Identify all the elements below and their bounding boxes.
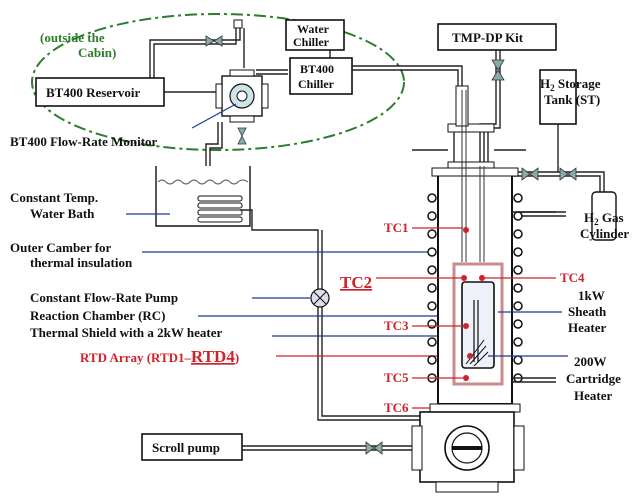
cartridge-heater (473, 300, 479, 362)
h2-gas-cylinder (591, 191, 617, 241)
flow-rate-monitor-label: BT400 Flow-Rate Monitor (10, 134, 158, 149)
outer-chamber-label-1: Outer Camber for (10, 240, 112, 255)
column-neck (453, 132, 489, 162)
rtd-wires (465, 339, 489, 367)
cabin-boundary (31, 13, 405, 151)
valve-top-left (205, 35, 223, 47)
flow-pump-label: Constant Flow-Rate Pump (30, 290, 178, 305)
pipe-h2-line (492, 171, 605, 192)
top-connector (233, 19, 243, 29)
bt400-chiller-label-1: BT400 (300, 62, 334, 76)
flow-rate-pump (310, 288, 330, 308)
bt400-chiller-label-2: Chiller (298, 77, 335, 91)
tc4-label: TC4 (560, 270, 585, 285)
thermal-shield (452, 262, 504, 386)
cartridge-heater-label-1: 200W (574, 354, 607, 369)
vacuum-bottom-flange (435, 481, 499, 493)
tc2-dot (461, 275, 467, 281)
sheath-heater-label-2: Sheath (568, 304, 607, 319)
reaction-chamber-label: Reaction Chamber (RC) (30, 308, 166, 323)
outside-cabin-label-1: (outside the (40, 30, 105, 45)
bt400-reservoir-label: BT400 Reservoir (46, 85, 140, 100)
water-bath-label-2: Water Bath (30, 206, 95, 221)
tc1-label: TC1 (384, 220, 409, 235)
tc3-label: TC3 (384, 318, 409, 333)
rtd-dot (467, 353, 473, 359)
cartridge-heater-label-2: Cartridge (566, 371, 621, 386)
h2-storage-label-2: Tank (ST) (544, 92, 600, 107)
gate-valve (444, 425, 490, 471)
water-chiller-box (285, 19, 345, 51)
tc1-dot (463, 227, 469, 233)
tc6-label: TC6 (384, 400, 409, 415)
h2-gas-label-2: Cylinder (580, 226, 629, 241)
pipe-reservoir-top (149, 24, 241, 78)
pipe-monitor-to-bath (205, 122, 219, 172)
pipe-reservoir-top-2 (153, 24, 237, 78)
column-top-flange-1 (447, 123, 495, 133)
tc2-label: TC2 (340, 273, 372, 292)
h2-gas-label-1: H2 Gas (584, 210, 624, 227)
pipe-bath-to-pump (240, 209, 420, 421)
water-chiller-label-2: Chiller (293, 35, 330, 49)
sheath-heater-label-1: 1kW (578, 288, 605, 303)
valve-scroll (365, 441, 383, 455)
tc4-dot (479, 275, 485, 281)
bt400-chiller-box (289, 57, 353, 95)
outer-chamber-label-2: thermal insulation (30, 255, 133, 270)
h2-storage-label-1: H2 Storage (540, 76, 601, 93)
water-bath-label-1: Constant Temp. (10, 190, 98, 205)
vacuum-side-flange-right (513, 425, 525, 471)
valve-h2-1 (521, 167, 539, 181)
water-bath (155, 166, 251, 227)
h2-storage-tank (539, 69, 577, 125)
tc3-dot (463, 323, 469, 329)
rtd-array-label: RTD Array (RTD1–RTD4) (80, 347, 239, 366)
scroll-pump-box (141, 433, 243, 461)
pipe-chiller-to-column-2 (352, 69, 459, 90)
tc5-label: TC5 (384, 370, 409, 385)
bt400-reservoir-box (35, 77, 165, 107)
outside-cabin-label-2: Cabin) (78, 45, 116, 60)
outer-chamber-top-flange (431, 167, 519, 177)
thermal-shield-label: Thermal Shield with a 2kW heater (30, 325, 222, 340)
cartridge-heater-label-3: Heater (574, 388, 612, 403)
sheath-heater-coils (427, 193, 523, 383)
tmp-dp-kit-label: TMP-DP Kit (452, 30, 524, 45)
tmp-dp-kit-box (437, 23, 557, 51)
flow-monitor-arrow (191, 103, 237, 129)
flow-rate-monitor (215, 69, 269, 145)
bottom-flange (429, 403, 521, 413)
vacuum-side-flange-left (411, 425, 423, 471)
water-chiller-label-1: Water (297, 22, 330, 36)
scroll-pump-label: Scroll pump (152, 440, 220, 455)
valve-tmp (491, 59, 505, 81)
valve-h2-2 (559, 167, 577, 181)
tc5-dot (463, 375, 469, 381)
sheath-heater-label-3: Heater (568, 320, 606, 335)
pipe-monitor-to-bath-2 (209, 122, 223, 172)
pipe-chiller-to-column (352, 65, 463, 90)
